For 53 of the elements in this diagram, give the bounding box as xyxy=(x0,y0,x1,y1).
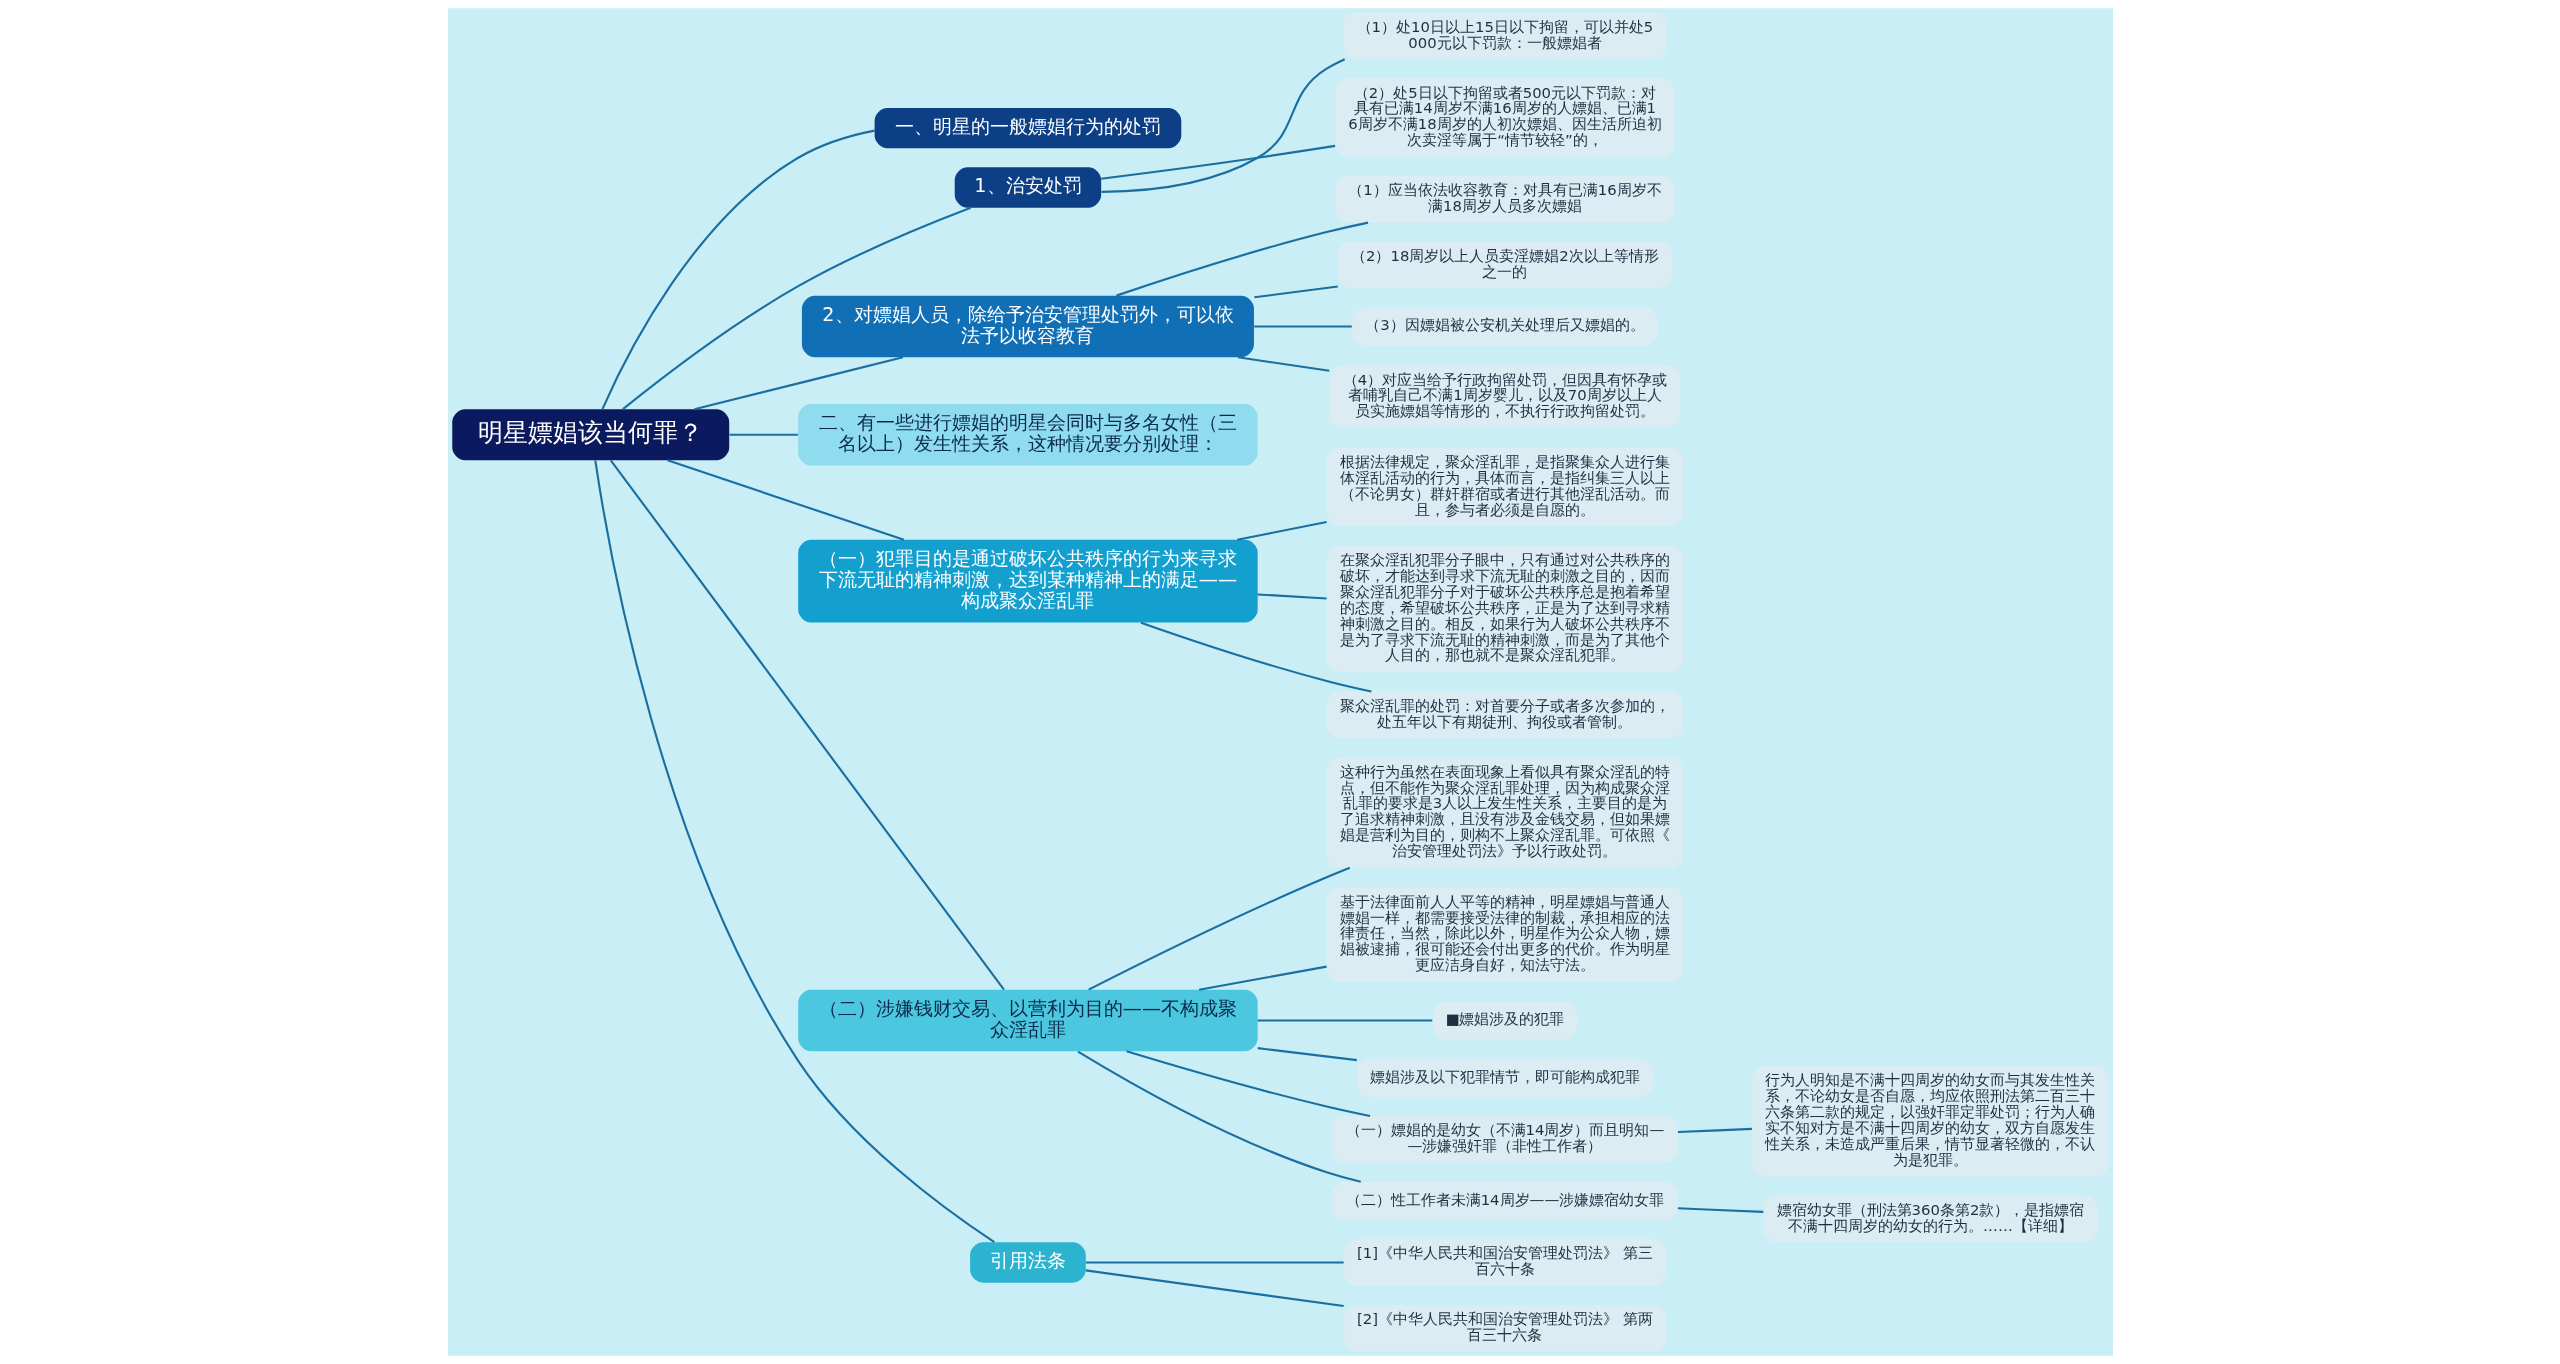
connector xyxy=(1257,593,1327,600)
node-box: [2]《中华人民共和国治安管理处罚法》 第两百三十六条 xyxy=(1343,1304,1666,1352)
node-box: 嫖娼涉及以下犯罪情节，即可能构成犯罪 xyxy=(1356,1058,1653,1097)
connector xyxy=(1237,356,1329,372)
node-box: （一）犯罪目的是通过破坏公共秩序的行为来寻求下流无耻的精神刺激，达到某种精神上的满足——构成聚众淫乱罪 xyxy=(797,539,1258,623)
node-box: 这种行为虽然在表面现象上看似具有聚众淫乱的特点，但不能作为聚众淫乱罪处理，因为构成聚众淫乱罪的要求是3人以上发生性关系，主要目的是为了追求精神刺激，且没有涉及金钱交易，但如果嫖娼是营利为目的，则构不上聚众淫乱罪。可依照《治安管理处罚法》予以行政处罚。 xyxy=(1326,757,1683,868)
node-box: 行为人明知是不满十四周岁的幼女而与其发生性关系，不论幼女是否自愿，均应依照刑法第二百三十六条第二款的规定，以强奸罪定罪处罚；行为人确实不知对方是不满十四周岁的幼女，双方自愿发生性关系，未造成严重后果，情节显著轻微的，不认为是犯罪。 xyxy=(1751,1066,2109,1177)
connector xyxy=(1085,1269,1344,1308)
connector xyxy=(1253,325,1352,328)
connector xyxy=(1236,520,1327,541)
node-box: 2、对嫖娼人员，除给予治安管理处罚外，可以依法予以收容教育 xyxy=(801,295,1254,358)
node-box: （1）应当依法收容教育：对具有已满16周岁不满18周岁人员多次嫖娼 xyxy=(1334,175,1675,223)
connector xyxy=(1253,285,1338,299)
node-box: （二）性工作者未满14周岁——涉嫌嫖宿幼女罪 xyxy=(1331,1181,1678,1220)
node-box: ■嫖娼涉及的犯罪 xyxy=(1432,1001,1577,1040)
node-box: 一、明星的一般嫖娼行为的处罚 xyxy=(874,107,1181,149)
connector xyxy=(1085,1261,1344,1264)
node-box: 根据法律规定，聚众淫乱罪，是指聚集众人进行集体淫乱活动的行为，具体而言，是指纠集三人以上（不论男女）群奸群宿或者进行其他淫乱活动。而且，参与者必须是自愿的。 xyxy=(1326,447,1683,526)
node-box: （4）对应当给予行政拘留处罚，但因具有怀孕或者哺乳自己不满1周岁婴儿，以及70周岁以上人员实施嫖娼等情形的，不执行行政拘留处罚。 xyxy=(1328,365,1681,428)
connector xyxy=(1677,1127,1752,1134)
node-box: 引用法条 xyxy=(969,1242,1086,1283)
connector xyxy=(1140,621,1372,693)
node-box: （2）处5日以下拘留或者500元以下罚款：对具有已满14周岁不满16周岁的人嫖娼、已满16周岁不满18周岁的人初次嫖娼、因生活所迫初次卖淫等属于“情节较轻”的， xyxy=(1334,78,1675,157)
connector xyxy=(1087,866,1350,991)
node-box: [1]《中华人民共和国治安管理处罚法》 第三百六十条 xyxy=(1343,1239,1666,1286)
connector xyxy=(1257,1019,1432,1022)
node-box: （一）嫖娼的是幼女（不满14周岁）而且明知——涉嫌强奸罪（非性工作者） xyxy=(1331,1116,1678,1163)
node-box: （3）因嫖娼被公安机关处理后又嫖娼的。 xyxy=(1351,307,1658,346)
connector xyxy=(1125,1050,1370,1117)
connector xyxy=(1100,58,1345,193)
connector xyxy=(609,459,1005,991)
connector xyxy=(1677,1207,1763,1213)
connector xyxy=(1115,221,1368,297)
connector xyxy=(1100,144,1335,180)
connector xyxy=(1257,1047,1357,1062)
connector xyxy=(1198,965,1327,991)
node-box: （2）18周岁以上人员卖淫嫖娼2次以上等情形之一的 xyxy=(1337,241,1672,289)
connector xyxy=(693,356,903,411)
node-box: 明星嫖娼该当何罪？ xyxy=(451,409,729,461)
connector xyxy=(728,433,798,436)
connector xyxy=(666,459,904,541)
connector xyxy=(593,460,995,1243)
node-box: 聚众淫乱罪的处罚：对首要分子或者多次参加的，处五年以下有期徒刑、拘役或者管制。 xyxy=(1326,691,1683,739)
connector xyxy=(621,206,971,410)
node-box: 基于法律面前人人平等的精神，明星嫖娼与普通人嫖娼一样，都需要接受法律的制裁，承担相应的法律责任，当然，除此以外，明星作为公众人物，嫖娼被逮捕，很可能还会付出更多的代价。作为明星更应洁身自好，知法守法。 xyxy=(1326,887,1683,982)
node-box: 1、治安处罚 xyxy=(954,167,1101,208)
node-box: 嫖宿幼女罪（刑法第360条第2款），是指嫖宿不满十四周岁的幼女的行为。……【详细】 xyxy=(1762,1195,2098,1243)
node-box: （1）处10日以上15日以下拘留，可以并处5000元以下罚款：一般嫖娼者 xyxy=(1342,12,1667,60)
connector xyxy=(1076,1050,1361,1183)
connector xyxy=(600,129,875,410)
node-box: 二、有一些进行嫖娼的明星会同时与多名女性（三名以上）发生性关系，这种情况要分别处理： xyxy=(797,403,1258,466)
node-box: 在聚众淫乱犯罪分子眼中，只有通过对公共秩序的破坏，才能达到寻求下流无耻的刺激之目的，因而聚众淫乱犯罪分子对于破坏公共秩序总是抱着希望的态度，希望破坏公共秩序，正是为了达到寻求精神刺激之目的。相反，如果行为人破坏公共秩序不是为了寻求下流无耻的精神刺激，而是为了其他个人目的，那也就不是聚众淫乱犯罪。 xyxy=(1326,545,1683,672)
node-box: （二）涉嫌钱财交易、以营利为目的——不构成聚众淫乱罪 xyxy=(797,989,1258,1052)
